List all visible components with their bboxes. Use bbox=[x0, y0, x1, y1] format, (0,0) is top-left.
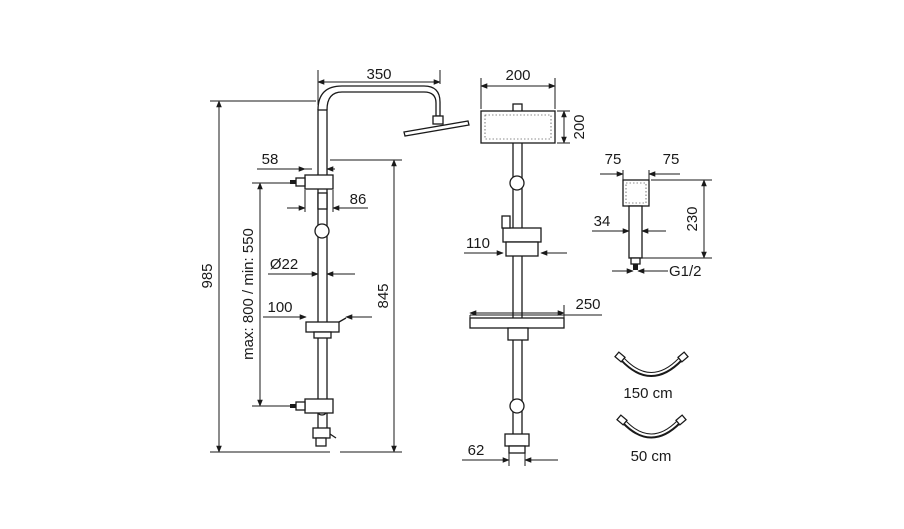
dim-62: 62 bbox=[468, 442, 485, 459]
side-column bbox=[317, 109, 328, 436]
dim-200-height: 200 bbox=[571, 114, 588, 139]
front-diverter bbox=[501, 215, 542, 257]
side-joint bbox=[314, 223, 330, 239]
dim-350: 350 bbox=[366, 66, 391, 83]
side-mixer bbox=[312, 427, 337, 447]
front-view: 200 200 110 250 62 bbox=[462, 67, 602, 466]
dim-86: 86 bbox=[350, 191, 367, 208]
front-shelf bbox=[469, 317, 565, 341]
upper-bracket bbox=[290, 174, 334, 210]
dim-range: max: 800 / min: 550 bbox=[240, 228, 257, 360]
dim-thread: G1/2 bbox=[669, 263, 702, 280]
side-head bbox=[403, 120, 470, 137]
hose-50: 50 cm bbox=[616, 414, 687, 465]
dim-100: 100 bbox=[267, 299, 292, 316]
hose-50-label: 50 cm bbox=[631, 448, 672, 465]
front-joint-lower bbox=[509, 398, 525, 414]
front-head bbox=[480, 110, 556, 144]
side-shelf bbox=[305, 317, 347, 339]
side-view: 350 985 max: 800 / min: 550 845 58 86 Ø2… bbox=[199, 66, 470, 453]
side-arm bbox=[317, 85, 441, 117]
dim-diameter-22: Ø22 bbox=[270, 256, 298, 273]
dim-110: 110 bbox=[466, 235, 490, 252]
hand-shower-view: 75 75 34 230 G1/2 bbox=[592, 151, 712, 280]
dim-58: 58 bbox=[262, 151, 279, 168]
dim-985: 985 bbox=[199, 263, 216, 288]
dim-75-right: 75 bbox=[663, 151, 680, 168]
hose-150-label: 150 cm bbox=[623, 385, 672, 402]
dim-250: 250 bbox=[575, 296, 600, 313]
front-joint-upper bbox=[509, 175, 525, 191]
dim-200-width: 200 bbox=[505, 67, 530, 84]
hand-shower-head bbox=[622, 179, 650, 207]
hand-shower-handle bbox=[628, 205, 643, 259]
dim-75-left: 75 bbox=[605, 151, 622, 168]
hose-150: 150 cm bbox=[614, 351, 689, 402]
lower-bracket bbox=[290, 398, 334, 414]
dim-34: 34 bbox=[594, 213, 611, 230]
dim-230: 230 bbox=[684, 206, 701, 231]
dim-845: 845 bbox=[375, 283, 392, 308]
